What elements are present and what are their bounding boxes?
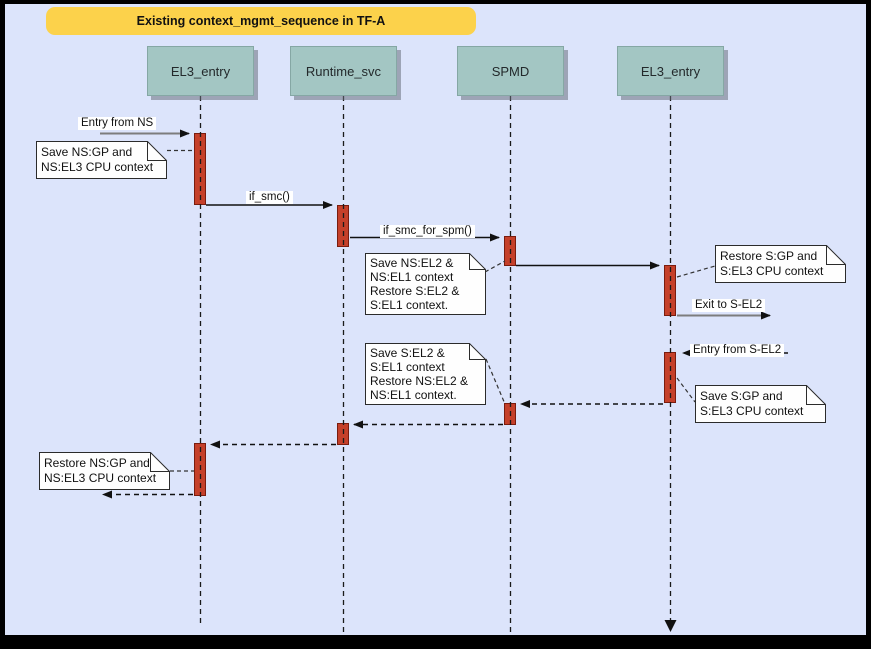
message-label-if-smc: if_smc() <box>246 191 293 204</box>
message-label-exit-to-s-el2: Exit to S-EL2 <box>692 299 766 312</box>
note-save-ns-el2: Save NS:EL2 & NS:EL1 context Restore S:E… <box>365 253 486 315</box>
note-text: Restore S:GP and S:EL3 CPU context <box>720 249 824 278</box>
note-save-ns-gp: Save NS:GP and NS:EL3 CPU context <box>36 141 167 179</box>
note-connector-4 <box>485 358 506 405</box>
note-text: Save NS:GP and NS:EL3 CPU context <box>41 145 154 174</box>
diagram-canvas <box>5 4 866 635</box>
note-save-s-gp: Save S:GP and S:EL3 CPU context <box>695 385 826 423</box>
lifeline-header-el3-entry-right: EL3_entry <box>617 46 724 96</box>
lifeline-header-runtime-svc: Runtime_svc <box>290 46 397 96</box>
note-text: Save NS:EL2 & NS:EL1 context Restore S:E… <box>370 256 460 312</box>
lifeline-header-spmd: SPMD <box>457 46 564 96</box>
note-save-s-el2: Save S:EL2 & S:EL1 context Restore NS:EL… <box>365 343 486 405</box>
note-connector-3 <box>676 265 716 278</box>
message-label-entry-from-ns: Entry from NS <box>78 117 157 130</box>
note-restore-s-gp: Restore S:GP and S:EL3 CPU context <box>715 245 846 283</box>
note-restore-ns-gp: Restore NS:GP and NS:EL3 CPU context <box>39 452 170 490</box>
diagram-title: Existing context_mgmt_sequence in TF-A <box>46 7 476 35</box>
note-connector-5 <box>676 377 696 403</box>
note-text: Save S:EL2 & S:EL1 context Restore NS:EL… <box>370 346 469 402</box>
message-label-entry-from-s-el2: Entry from S-EL2 <box>690 344 785 357</box>
note-text: Restore NS:GP and NS:EL3 CPU context <box>44 456 157 485</box>
note-connector-2 <box>484 260 506 273</box>
lifeline-end-arrow-icon <box>664 620 677 632</box>
note-text: Save S:GP and S:EL3 CPU context <box>700 389 804 418</box>
message-label-if-smc-for-spm: if_smc_for_spm() <box>380 225 475 238</box>
lifeline-header-el3-entry-left: EL3_entry <box>147 46 254 96</box>
